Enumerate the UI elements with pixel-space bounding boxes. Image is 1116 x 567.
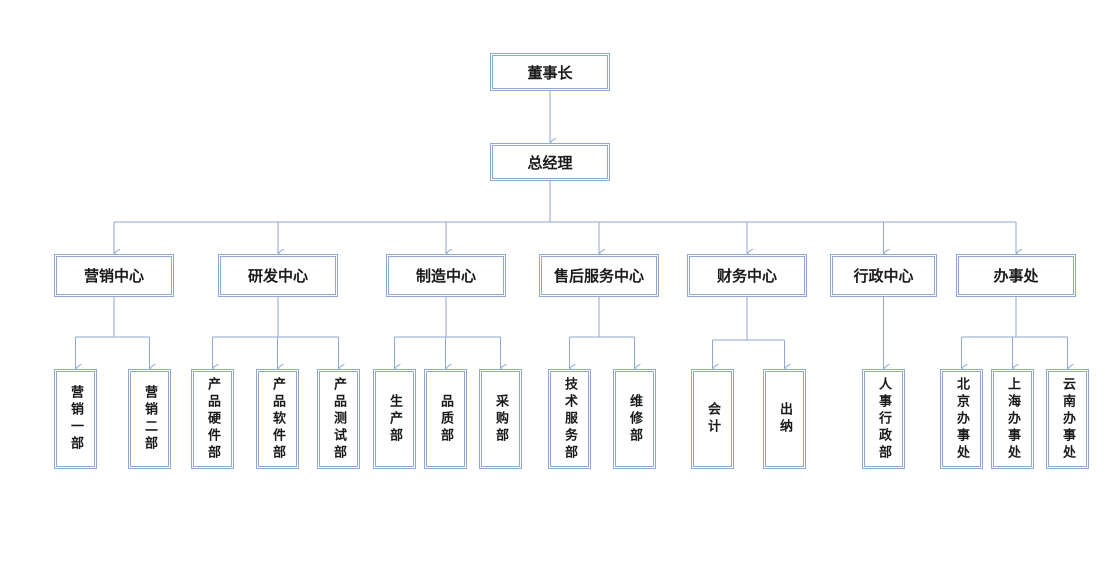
center-box[interactable]: 营销中心	[54, 254, 174, 297]
center-label: 制造中心	[415, 267, 476, 285]
department-box[interactable]: 产品硬件部	[191, 369, 234, 469]
department-box[interactable]: 云南办事处	[1046, 369, 1089, 469]
department-label: 营销二部	[142, 385, 157, 453]
center-box[interactable]: 研发中心	[218, 254, 338, 297]
department-label: 维修部	[627, 393, 642, 445]
department-label: 品质部	[438, 393, 453, 445]
department-label: 生产部	[387, 393, 402, 445]
department-label: 上海办事处	[1005, 376, 1020, 462]
center-label: 研发中心	[247, 267, 308, 285]
department-label: 技术服务部	[562, 376, 577, 462]
department-label: 营销一部	[68, 385, 83, 453]
general-manager-label: 总经理	[527, 153, 573, 172]
department-label: 采购部	[493, 393, 508, 445]
center-label: 售后服务中心	[553, 267, 644, 285]
center-box[interactable]: 制造中心	[386, 254, 506, 297]
center-label: 营销中心	[83, 267, 144, 285]
department-box[interactable]: 会计	[691, 369, 734, 469]
chairman-label: 董事长	[527, 63, 573, 82]
department-box[interactable]: 品质部	[424, 369, 467, 469]
department-box[interactable]: 上海办事处	[991, 369, 1034, 469]
department-box[interactable]: 技术服务部	[548, 369, 591, 469]
center-box[interactable]: 财务中心	[687, 254, 807, 297]
department-box[interactable]: 出纳	[763, 369, 806, 469]
department-box[interactable]: 产品软件部	[256, 369, 299, 469]
department-box[interactable]: 营销二部	[128, 369, 171, 469]
center-box[interactable]: 行政中心	[830, 254, 937, 297]
chairman-box[interactable]: 董事长	[490, 53, 610, 91]
department-label: 产品测试部	[331, 376, 346, 462]
center-box[interactable]: 售后服务中心	[539, 254, 659, 297]
center-label: 财务中心	[716, 267, 777, 285]
department-label: 产品硬件部	[205, 376, 220, 462]
department-label: 云南办事处	[1060, 376, 1075, 462]
department-label: 出纳	[777, 402, 792, 436]
department-box[interactable]: 维修部	[613, 369, 656, 469]
center-label: 行政中心	[853, 267, 914, 285]
department-box[interactable]: 人事行政部	[862, 369, 905, 469]
center-box[interactable]: 办事处	[956, 254, 1076, 297]
center-label: 办事处	[993, 267, 1039, 285]
department-box[interactable]: 北京办事处	[940, 369, 983, 469]
department-label: 会计	[705, 402, 720, 436]
department-box[interactable]: 生产部	[373, 369, 416, 469]
department-box[interactable]: 营销一部	[54, 369, 97, 469]
department-box[interactable]: 产品测试部	[317, 369, 360, 469]
general-manager-box[interactable]: 总经理	[490, 143, 610, 181]
department-label: 人事行政部	[876, 376, 891, 462]
department-label: 产品软件部	[270, 376, 285, 462]
department-box[interactable]: 采购部	[479, 369, 522, 469]
department-label: 北京办事处	[954, 376, 969, 462]
